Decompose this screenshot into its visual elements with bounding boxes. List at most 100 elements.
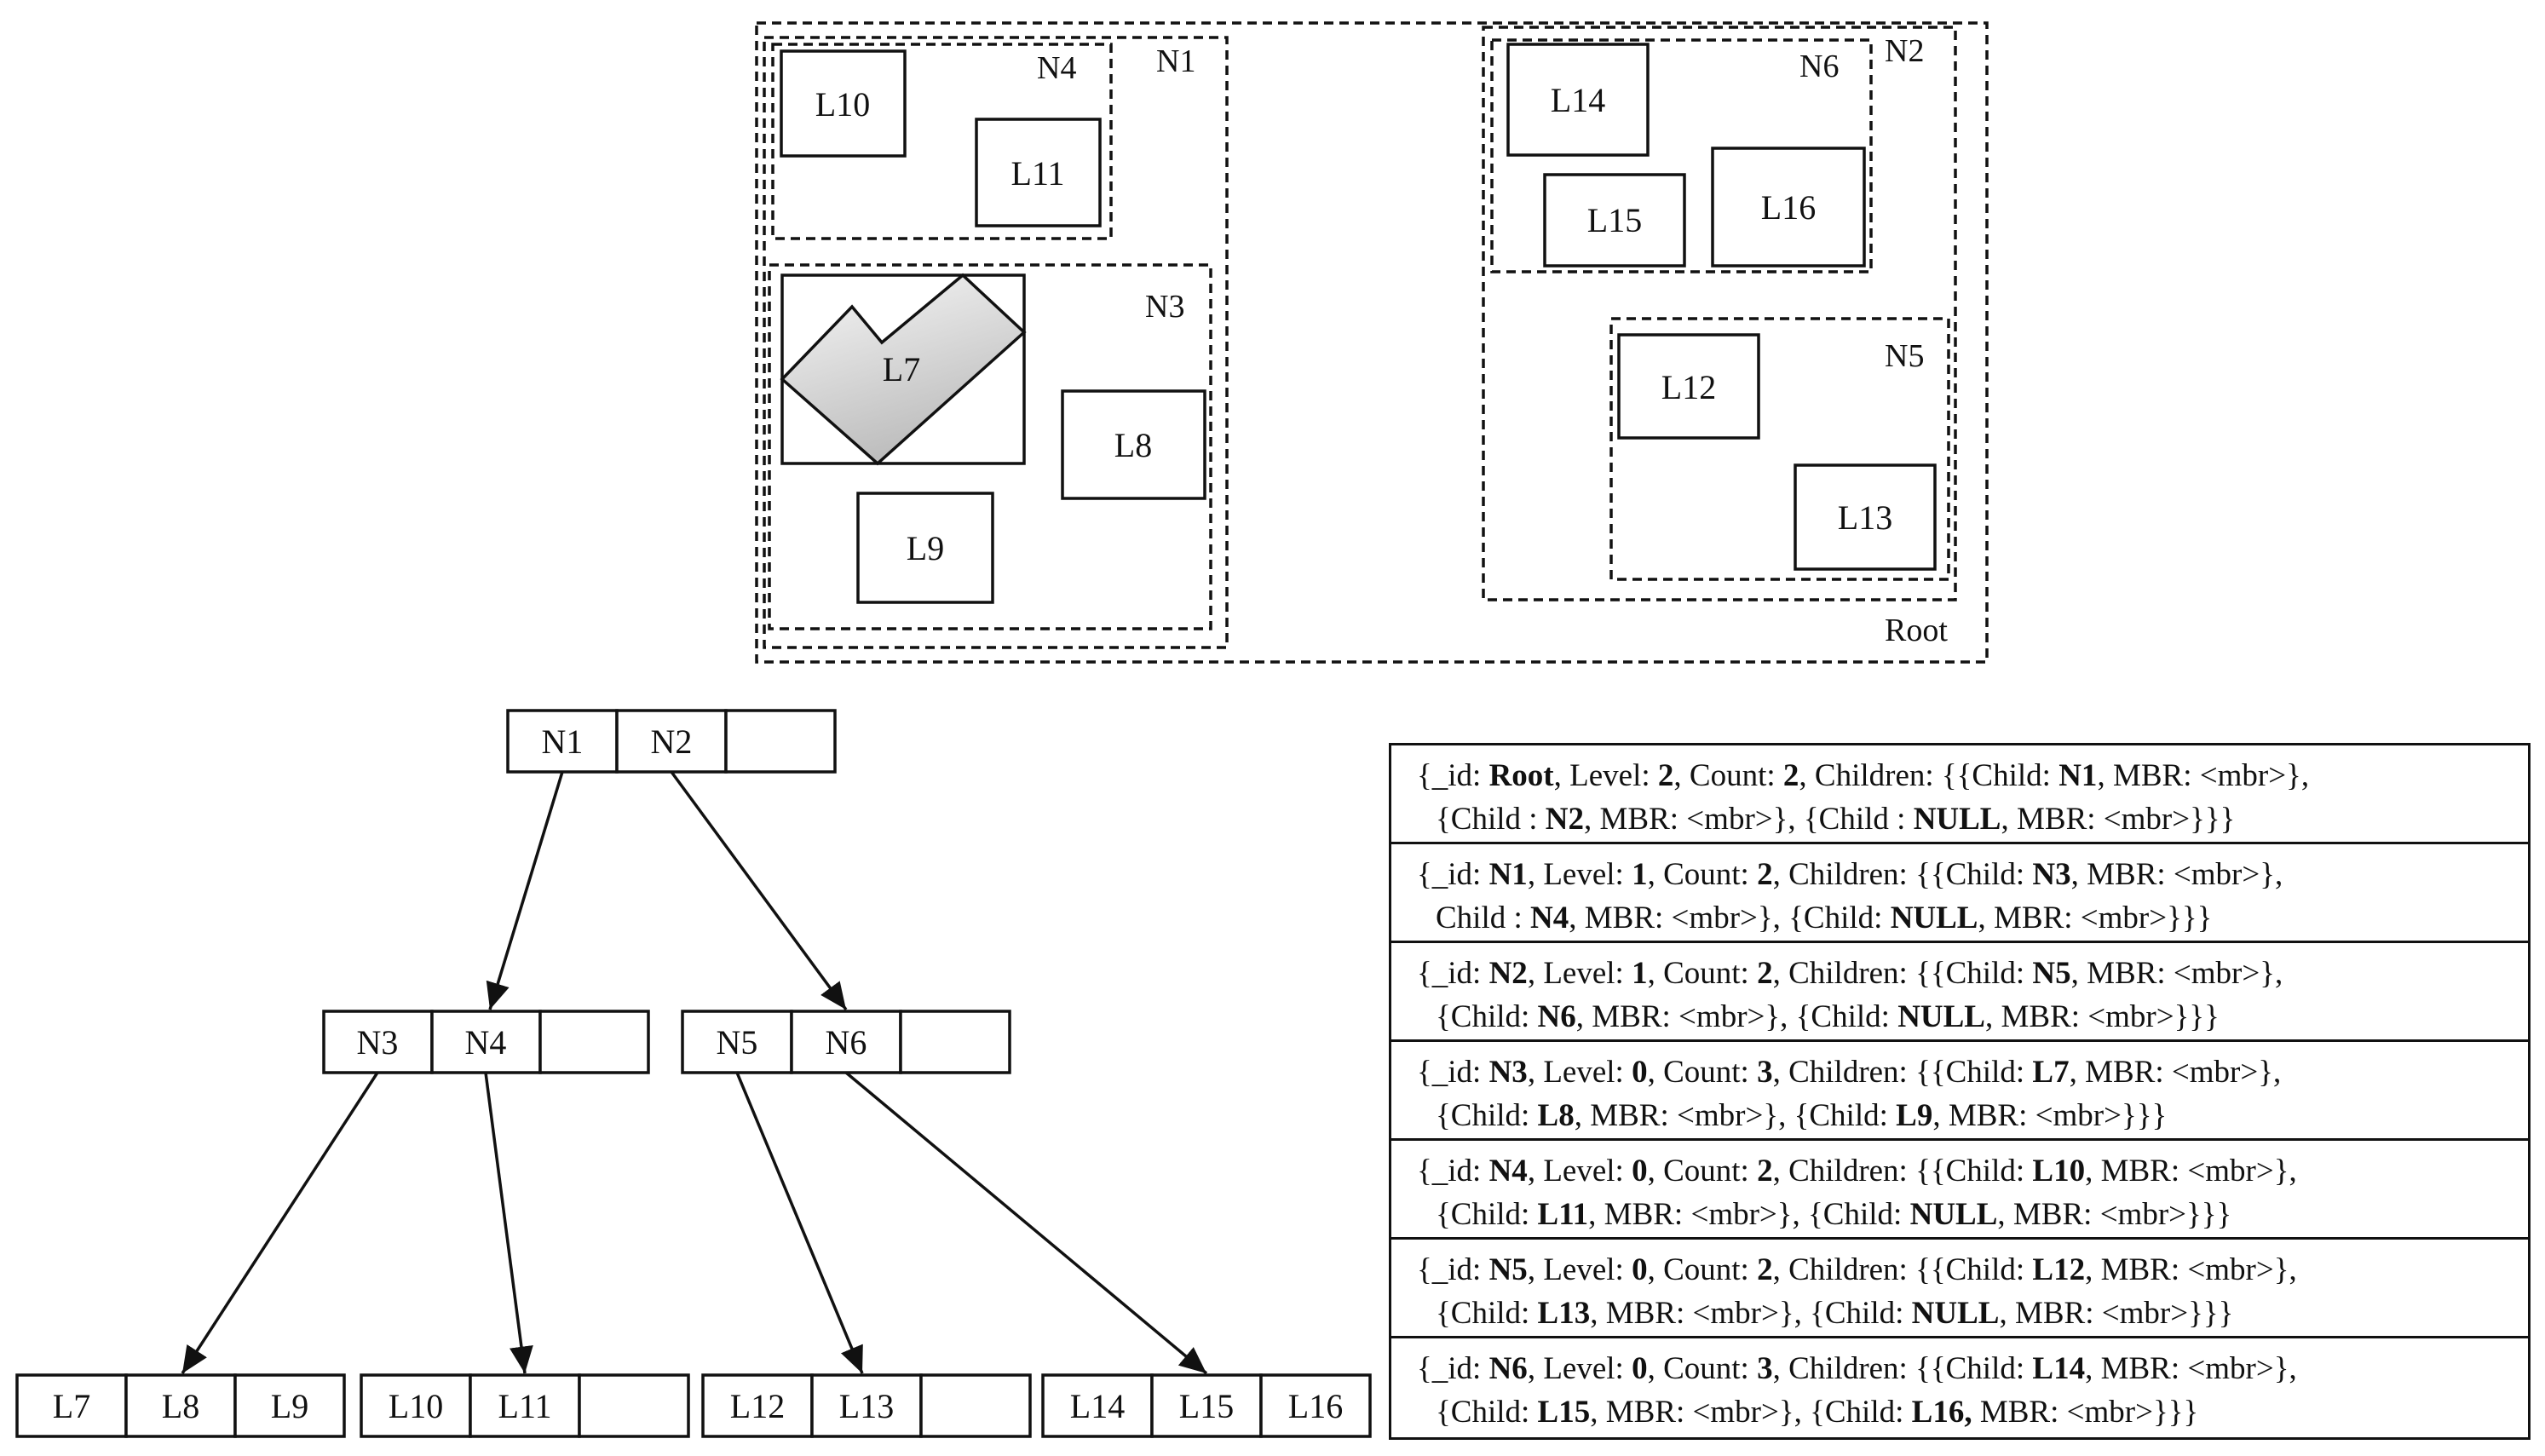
document-line: {_id: N1, Level: 1, Count: 2, Children: … (1417, 853, 2516, 896)
document-text: , MBR: <mbr>}, (2085, 1252, 2297, 1287)
document-text: , MBR: <mbr>}, {Child: (1588, 1197, 1910, 1232)
tree-cell (322, 1010, 434, 1074)
l8-label: L8 (1114, 426, 1152, 464)
document-text: , Level: (1527, 1252, 1632, 1287)
document-row: {_id: N1, Level: 1, Count: 2, Children: … (1391, 844, 2528, 943)
document-bold-value: NULL (1897, 999, 1985, 1034)
tree-cell-label: L16 (1288, 1387, 1343, 1425)
document-bold-value: L12 (2032, 1252, 2086, 1287)
l11-rect (975, 118, 1102, 227)
tree-cell (1150, 1373, 1263, 1438)
tree-edge (670, 770, 848, 1011)
tree-cell (360, 1373, 472, 1438)
tree-cell-label: L12 (730, 1387, 785, 1425)
tree-cell-label: L9 (271, 1387, 308, 1425)
document-bold-value: NULL (1890, 901, 1978, 935)
document-bold-value: 0 (1632, 1351, 1648, 1386)
tree-cell-label: L10 (389, 1387, 443, 1425)
tree-edge (844, 1071, 1208, 1375)
tree-edge (484, 1072, 533, 1374)
document-text: , MBR: <mbr>}, {Child : (1584, 802, 1914, 837)
document-text: , MBR: <mbr>}}} (1985, 999, 2220, 1034)
node-documents-table: {_id: Root, Level: 2, Count: 2, Children… (1389, 743, 2531, 1440)
tree-cell-label: L7 (53, 1387, 90, 1425)
n1-mbr (763, 36, 1229, 649)
tree-cell-label: L15 (1179, 1387, 1234, 1425)
document-bold-value: L8 (1537, 1098, 1575, 1133)
n6-mbr (1490, 38, 1873, 273)
document-text: , Level: (1527, 1154, 1632, 1188)
document-bold-value: L11 (1537, 1197, 1589, 1232)
document-bold-value: L7 (2032, 1055, 2070, 1090)
document-bold-value: N2 (1488, 956, 1528, 991)
document-bold-value: 0 (1632, 1154, 1648, 1188)
document-text: , MBR: <mbr>}, {Child: (1590, 1296, 1912, 1331)
document-text: , Children: {{Child: (1799, 758, 2059, 793)
document-text: , MBR: <mbr>}, (2085, 1154, 2297, 1188)
l15-rect (1543, 173, 1686, 268)
l12-label: L12 (1661, 368, 1716, 406)
document-text: MBR: <mbr>}}} (1972, 1395, 2199, 1430)
document-text: {Child: (1436, 1197, 1538, 1232)
document-text: , Count: (1647, 1252, 1758, 1287)
document-bold-value: N5 (2032, 956, 2071, 991)
document-line: {Child: L11, MBR: <mbr>}, {Child: NULL, … (1417, 1193, 2516, 1236)
n3-mbr-label: N3 (1145, 289, 1184, 325)
n1-mbr-label: N1 (1156, 43, 1195, 79)
document-text: , Children: {{Child: (1772, 1351, 2033, 1386)
document-text: , Level: (1527, 1351, 1632, 1386)
tree-cell-label: N5 (717, 1023, 758, 1062)
l8-rect (1061, 389, 1206, 500)
document-text: , MBR: <mbr>}}} (1999, 1296, 2234, 1331)
document-bold-value: NULL (1911, 1296, 2000, 1331)
document-text: , Count: (1647, 956, 1758, 991)
tree-cell (919, 1373, 1032, 1438)
document-text: , Children: {{Child: (1772, 1252, 2033, 1287)
tree-cell (578, 1373, 690, 1438)
document-text: , MBR: <mbr>}}} (1978, 901, 2213, 935)
tree-cell-label: N6 (826, 1023, 867, 1062)
n3-mbr (768, 263, 1212, 630)
document-line: {_id: N2, Level: 1, Count: 2, Children: … (1417, 952, 2516, 995)
l9-label: L9 (907, 529, 944, 567)
document-bold-value: 2 (1657, 758, 1674, 793)
document-text: , Children: {{Child: (1772, 1055, 2033, 1090)
tree-cell (124, 1373, 237, 1438)
document-text: , MBR: <mbr>}}} (2001, 802, 2236, 837)
n2-mbr-label: N2 (1885, 33, 1924, 69)
l14-rect (1506, 43, 1650, 157)
document-line: {_id: N4, Level: 0, Count: 2, Children: … (1417, 1149, 2516, 1193)
spatial-mbr-diagram: Root N1 N4 N3 N2 N6 N5 L10 L11 L7 L8 L9 … (755, 21, 1989, 664)
document-text: , MBR: <mbr>}, {Child: (1574, 1098, 1897, 1133)
n2-mbr (1482, 26, 1957, 601)
document-bold-value: N3 (1488, 1055, 1528, 1090)
tree-root-node: N1 N2 (506, 709, 837, 774)
tree-edge (181, 1072, 379, 1374)
root-mbr-label: Root (1885, 613, 1948, 648)
document-text: , Count: (1647, 857, 1758, 892)
tree-cell-label: N2 (651, 722, 693, 761)
l7-label: L7 (883, 350, 920, 388)
l11-label: L11 (1011, 154, 1065, 193)
n5-mbr (1609, 317, 1950, 581)
document-text: {_id: (1417, 857, 1489, 892)
document-row: {_id: N4, Level: 0, Count: 2, Children: … (1391, 1141, 2528, 1240)
document-text: Child : (1436, 901, 1531, 935)
document-bold-value: L14 (2032, 1351, 2086, 1386)
document-row: {_id: Root, Level: 2, Count: 2, Children… (1391, 745, 2528, 844)
tree-node-n1: N3 N4 (322, 1010, 650, 1074)
document-text: {Child : (1436, 802, 1546, 837)
document-bold-value: Root (1488, 758, 1554, 793)
document-row: {_id: N5, Level: 0, Count: 2, Children: … (1391, 1240, 2528, 1338)
root-mbr (755, 21, 1989, 664)
document-text: {_id: (1417, 1154, 1489, 1188)
document-text: , MBR: <mbr>}, (2069, 1055, 2282, 1090)
document-bold-value: N1 (2058, 758, 2098, 793)
tree-node-n2: N5 N6 (681, 1010, 1011, 1074)
document-text: , MBR: <mbr>}, (2085, 1351, 2297, 1386)
document-bold-value: 1 (1632, 956, 1648, 991)
document-line: {Child : N2, MBR: <mbr>}, {Child : NULL,… (1417, 797, 2516, 841)
n4-mbr-label: N4 (1037, 50, 1076, 86)
document-text: , MBR: <mbr>}}} (1932, 1098, 2168, 1133)
tree-cell (899, 1010, 1011, 1074)
